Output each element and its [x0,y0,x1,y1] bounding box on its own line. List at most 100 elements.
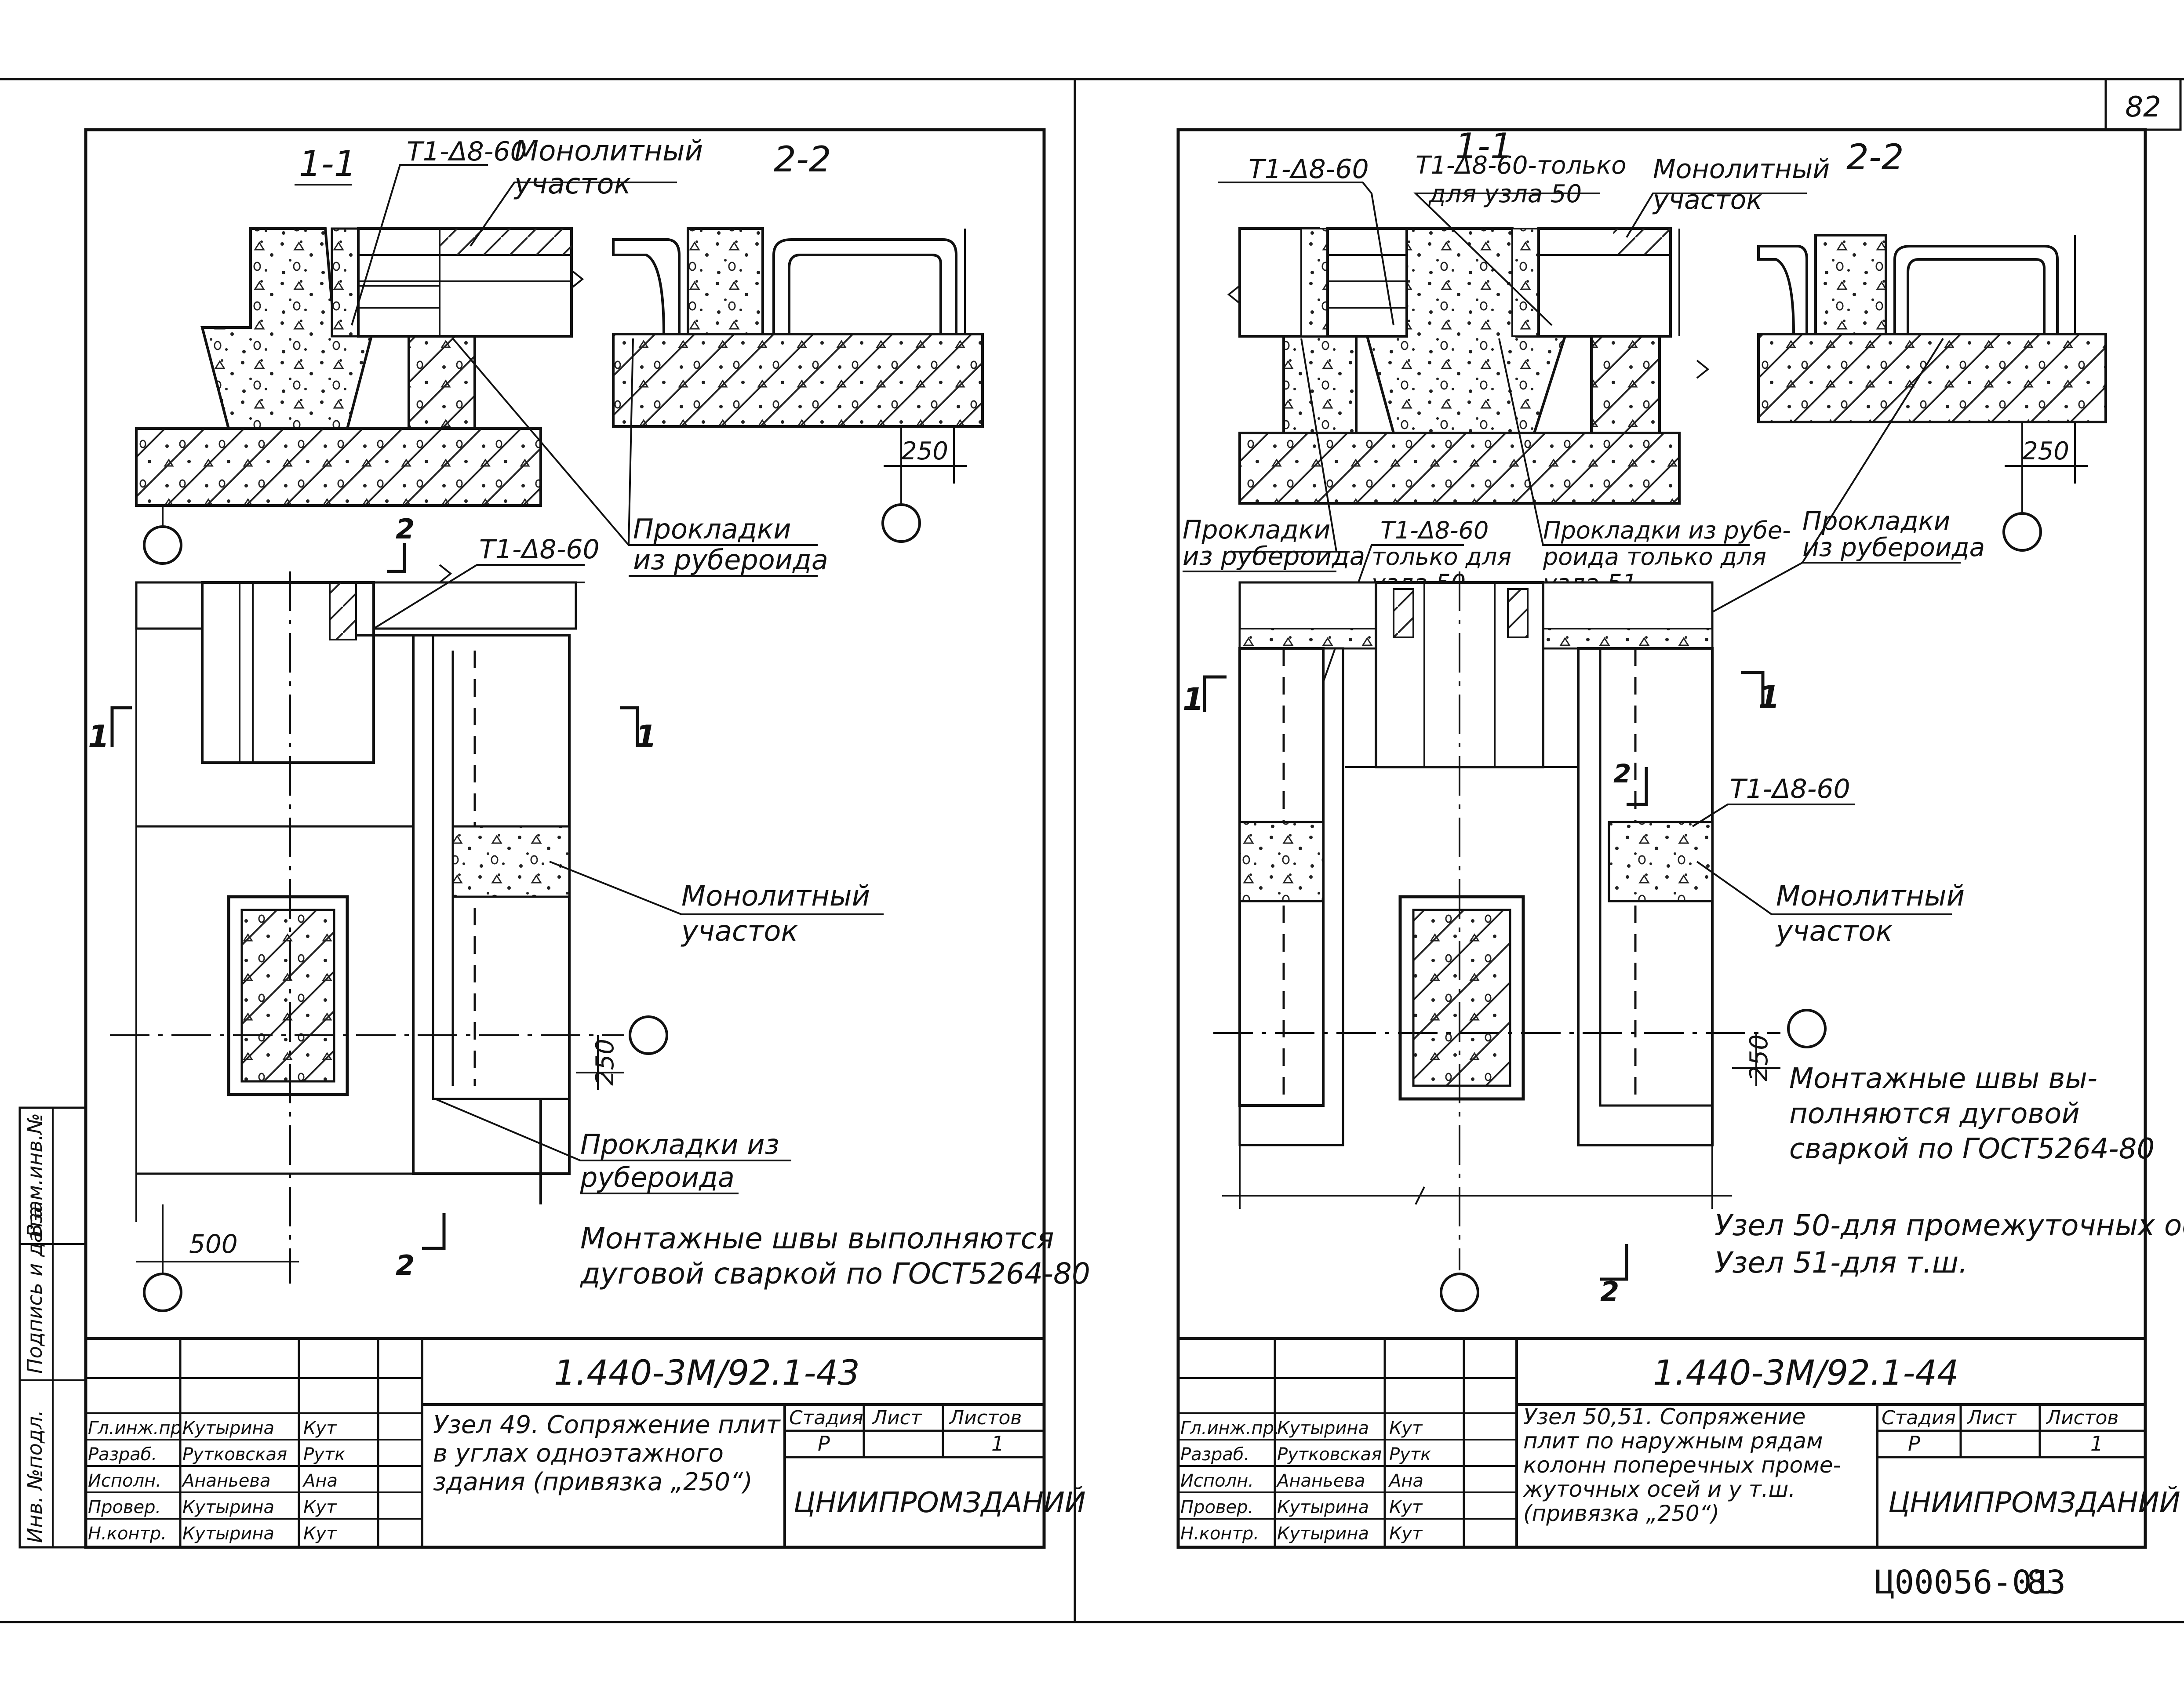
right-axis-circle-bottom [1440,1273,1479,1312]
left-axis-circle-top [143,525,182,565]
right-axis-circle-plan [1787,1009,1827,1048]
right-plan-monolith-left [1238,821,1325,902]
right-cut-2-mid: 2 [1613,759,1631,789]
left-dim-500: 500 [189,1229,238,1259]
right-sign-3: Кут [1389,1497,1423,1517]
right-sign-1: Рутк [1389,1444,1431,1465]
left-t1-top-label: T1-Δ8-60 [407,136,527,167]
right-plan: Прокладки из рубероида T1-Δ8-60 только д… [1183,338,2184,1312]
right-pads-a-l1: Прокладки [1183,515,1330,545]
left-role-4: Н.контр. [88,1524,167,1544]
right-section-1-1: 1-1 T1-Δ8-60 T1-Δ8-60-только для уз [1218,126,1830,505]
left-name-0: Кутырина [182,1418,274,1438]
right-title-l2: плит по наружным рядам [1523,1428,1823,1454]
left-sign-1: Рутк [303,1444,345,1465]
left-title-l3: здания (привязка „250“) [433,1468,753,1496]
left-sign-0: Кут [303,1418,337,1438]
left-section-2-2: 2-2 250 Прокладки из рубероида [452,139,984,577]
right-t1-c-l1: T1-Δ8-60 [1380,517,1489,544]
left-pads-plan-l2: рубероида [580,1161,735,1193]
left-section-1-1-label: 1-1 [299,143,357,184]
right-sheets-header: Листов [2046,1407,2118,1429]
left-sheets-header: Листов [949,1407,1022,1429]
right-welds-l3: сваркой по ГОСТ5264-80 [1789,1133,2155,1165]
left-axis-circle-2-2 [881,503,921,543]
left-dim-250-plan: 250 [591,1039,619,1086]
right-stage-value: Р [1908,1432,1920,1455]
left-role-1: Разраб. [88,1444,157,1465]
right-section-2-2-label: 2-2 [1846,137,1904,178]
right-pier-right [1590,335,1661,434]
left-title-l2: в углах одноэтажного [433,1439,724,1468]
left-monolith-top-l1: Монолитный [514,135,703,167]
right-welds-l2: полняются дуговой [1789,1098,2080,1130]
left-title-block: 1.440-3М/92.1-43 Узел 49. Сопряжение пли… [84,1337,1086,1549]
left-axis-circle-plan [629,1015,668,1055]
right-dim-250-top: 250 [2022,437,2069,466]
left-name-3: Кутырина [182,1497,274,1517]
left-cut-2-top: 2 [396,513,415,545]
left-drawing-code: 1.440-3М/92.1-43 [554,1353,860,1393]
right-name-3: Кутырина [1277,1497,1369,1517]
left-welds-l2: дуговой сваркой по ГОСТ5264-80 [580,1257,1090,1291]
right-cut-2-bottom: 2 [1600,1276,1619,1308]
right-role-3: Провер. [1180,1497,1253,1517]
stamp-inv-orig: Инв. №подл. [23,1410,47,1543]
right-sign-0: Кут [1389,1418,1423,1438]
right-slab-mid [1326,227,1408,338]
left-role-0: Гл.инж.пр. [88,1418,187,1438]
left-monolith-top-l2: участок [513,168,631,200]
right-2-2-monolith [1814,234,1887,335]
left-sheet: Инв. №подл. Подпись и дата Взам.инв.№ 1-… [18,128,1090,1549]
left-cut-1-right: 1 [635,719,657,755]
left-plan: 500 250 1 1 2 2 T1-Δ8-60 Монолитный учас… [88,513,1090,1312]
right-role-2: Исполн. [1180,1471,1254,1491]
left-sign-4: Кут [303,1524,337,1544]
right-sheets-value: 1 [2090,1432,2103,1455]
right-section-2-2: 2-2 250 [1757,137,2107,552]
left-sign-2: Ана [302,1471,338,1491]
stamp-replace-inv: Взам.инв.№ [23,1113,47,1237]
right-role-4: Н.контр. [1180,1524,1259,1544]
right-sign-2: Ана [1388,1471,1423,1491]
left-role-2: Исполн. [88,1471,161,1491]
right-sign-4: Кут [1389,1524,1423,1544]
right-note-l2: Узел 51-для т.ш. [1714,1246,1968,1280]
right-monolith-plan-l2: участок [1775,915,1893,948]
right-foundation-base [1238,432,1681,505]
right-t1-b-l1: T1-Δ8-60-только [1416,151,1626,180]
right-org: ЦНИИПРОМЗДАНИЙ [1888,1486,2180,1519]
left-monolith-strip [331,227,360,338]
left-column-cap [200,227,375,430]
left-org: ЦНИИПРОМЗДАНИЙ [794,1486,1086,1519]
sheet-number: 82 [2125,91,2161,124]
right-stage-header: Стадия [1882,1407,1956,1429]
right-monolith-top-l1: Монолитный [1653,154,1830,185]
right-cut-1-right: 1 [1758,679,1780,715]
left-beam-seat [408,333,476,430]
left-2-2-slab-right [772,238,957,335]
right-pier-left [1282,335,1358,434]
right-2-2-foundation [1757,333,2107,423]
right-name-2: Ананьева [1276,1471,1365,1491]
left-foundation-base [135,427,542,507]
right-t1-b-l2: для узла 50 [1428,180,1582,208]
left-cut-2-bottom: 2 [396,1249,415,1281]
left-axis-circle-bottom [143,1273,182,1312]
right-t1-c-l2: только для [1372,543,1511,571]
left-sheet-header: Лист [872,1407,922,1429]
left-name-2: Ананьева [181,1471,270,1491]
left-t1-mid-label: T1-Δ8-60 [479,534,600,565]
left-sign-3: Кут [303,1497,337,1517]
side-stamp: Инв. №подл. Подпись и дата Взам.инв.№ [18,1106,87,1549]
right-sheet: 1-1 T1-Δ8-60 T1-Δ8-60-только для уз [1176,126,2184,1601]
left-stage-value: Р [818,1432,830,1455]
left-welds-l1: Монтажные швы выполняются [580,1222,1054,1255]
left-monolith-plan-l1: Монолитный [681,880,870,913]
right-cut-1-left: 1 [1183,681,1204,717]
left-2-2-foundation [612,333,984,428]
right-t1-d-label: T1-Δ8-60 [1730,774,1850,804]
left-2-2-monolith [687,227,764,335]
left-section-2-2-label: 2-2 [774,139,831,180]
